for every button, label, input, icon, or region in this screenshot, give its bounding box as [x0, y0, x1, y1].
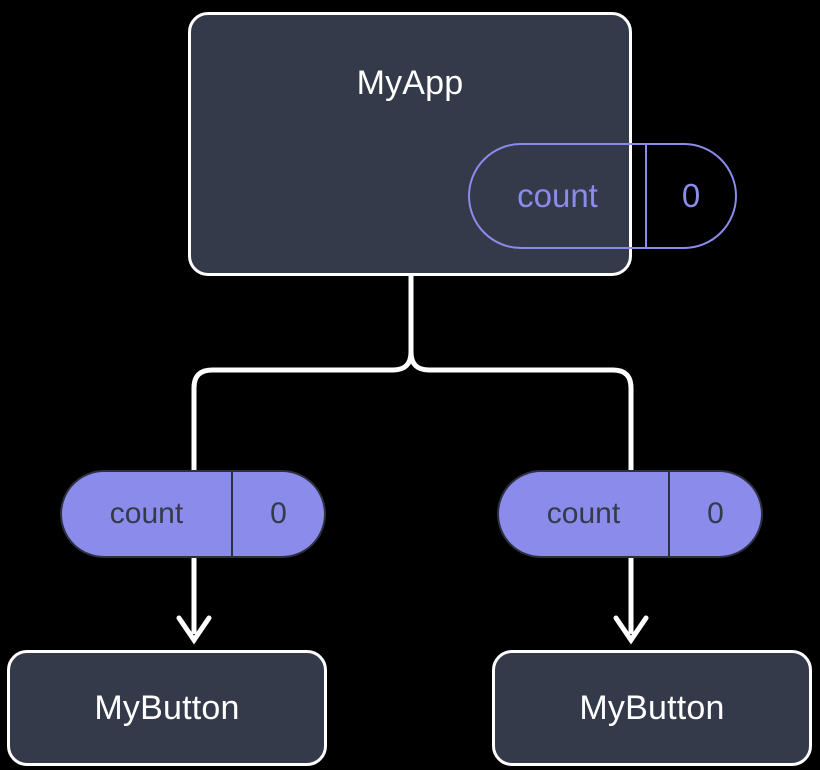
state-pill-child-right[interactable]: count 0	[497, 470, 763, 558]
state-pill-root[interactable]: count 0	[468, 143, 737, 249]
component-title-mybutton-right: MyButton	[579, 689, 725, 727]
state-pill-child-right-value: 0	[707, 497, 724, 530]
state-pill-child-left-value: 0	[270, 497, 287, 530]
state-pill-child-left[interactable]: count 0	[60, 470, 326, 558]
arrow-head-right	[613, 615, 649, 645]
component-title-myapp: MyApp	[356, 64, 464, 102]
state-pill-root-value: 0	[681, 177, 701, 214]
connector-branch-left	[191, 273, 414, 473]
state-pill-child-left-key: count	[62, 472, 233, 556]
state-pill-child-right-key: count	[499, 472, 670, 556]
component-title-mybutton-left: MyButton	[94, 689, 240, 727]
component-node-mybutton-right[interactable]: MyButton	[492, 650, 812, 766]
component-node-myapp[interactable]: MyApp count 0	[188, 12, 737, 276]
component-node-mybutton-left[interactable]: MyButton	[7, 650, 327, 766]
connector-branch-right	[408, 273, 634, 473]
state-pill-root-key: count	[470, 145, 647, 247]
arrow-head-left	[176, 615, 212, 645]
